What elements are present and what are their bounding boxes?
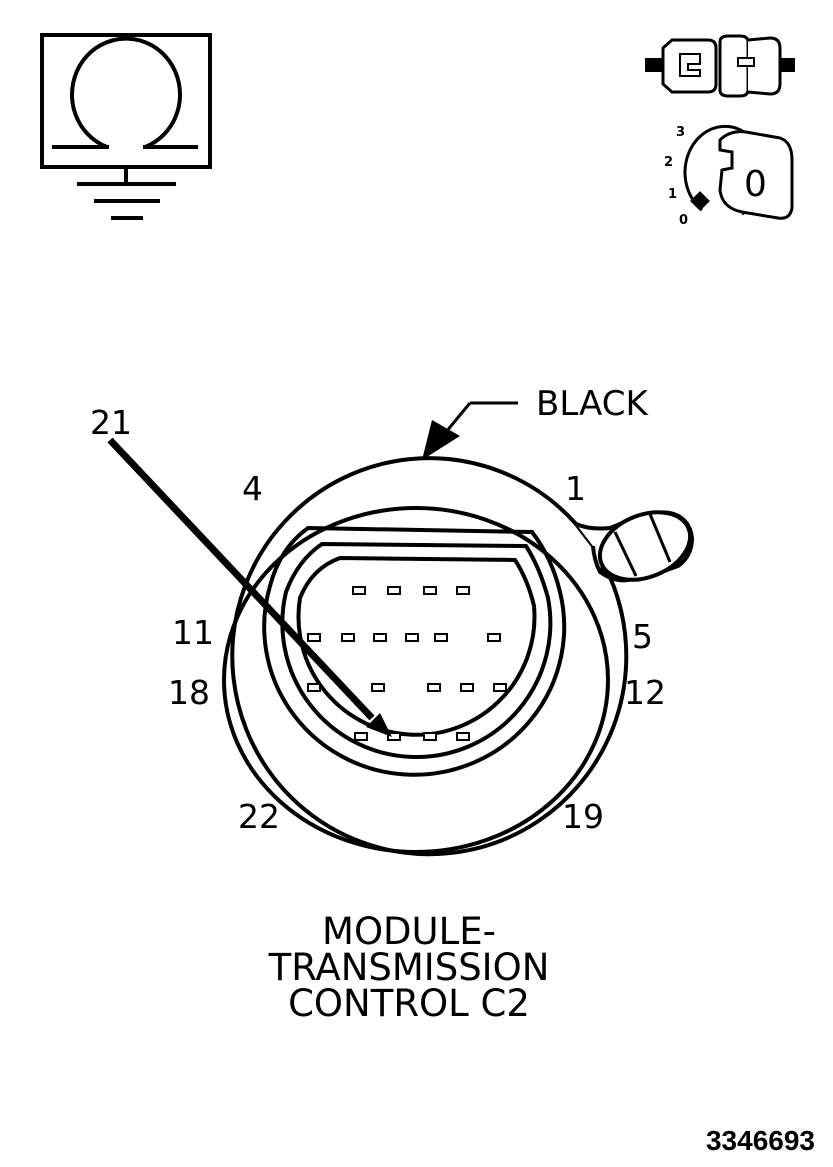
pin-label-22: 22: [238, 797, 280, 836]
pin-cavity: [387, 732, 401, 741]
title-line-3: CONTROL C2: [288, 982, 530, 1025]
ignition-position-1: 1: [668, 187, 677, 202]
pin-cavity: [427, 683, 441, 692]
pin-cavity: [423, 732, 437, 741]
pin-label-18: 18: [168, 673, 210, 712]
pin-label-12: 12: [624, 673, 666, 712]
connector-color-label: BLACK: [536, 384, 649, 424]
pin-label-11: 11: [172, 613, 214, 652]
pin-cavity: [371, 683, 385, 692]
title-line-2: TRANSMISSION: [268, 946, 550, 989]
pin-cavity: [354, 732, 368, 741]
pin-cavity: [307, 683, 321, 692]
pin-cavity: [423, 586, 437, 595]
pin-cavity: [456, 732, 470, 741]
ignition-key-off-icon: 3 2 1 0 0: [664, 124, 794, 228]
pin-cavity: [307, 633, 321, 642]
ignition-key-label: 0: [744, 164, 767, 205]
pin-label-1: 1: [565, 469, 586, 508]
pin-label-5: 5: [632, 617, 653, 656]
pin-cavity: [493, 683, 507, 692]
pin-cavity: [352, 586, 366, 595]
pin-cavity: [460, 683, 474, 692]
pin-cavity: [341, 633, 355, 642]
ignition-position-2: 2: [664, 155, 673, 170]
pin-cavity: [456, 586, 470, 595]
pin-cavity: [434, 633, 448, 642]
ohmmeter-ground-icon: [40, 33, 212, 220]
pin-cavity: [487, 633, 501, 642]
ignition-position-0: 0: [679, 213, 688, 228]
pin-cavity: [405, 633, 419, 642]
pin-label-19: 19: [562, 797, 604, 836]
pin-cavities: [307, 586, 507, 741]
ignition-position-3: 3: [676, 125, 685, 140]
title-line-1: MODULE-: [322, 910, 496, 953]
connector-body: [222, 456, 695, 857]
pin-cavity: [373, 633, 387, 642]
figure-code: 3346693: [706, 1125, 815, 1156]
pin-label-21: 21: [90, 403, 132, 442]
pin-label-4: 4: [242, 469, 263, 508]
pin-cavity: [387, 586, 401, 595]
disconnected-connector-icon: [645, 34, 795, 98]
color-leader-arrow: [422, 401, 518, 460]
pin-21-pointer-arrow: [107, 437, 392, 737]
